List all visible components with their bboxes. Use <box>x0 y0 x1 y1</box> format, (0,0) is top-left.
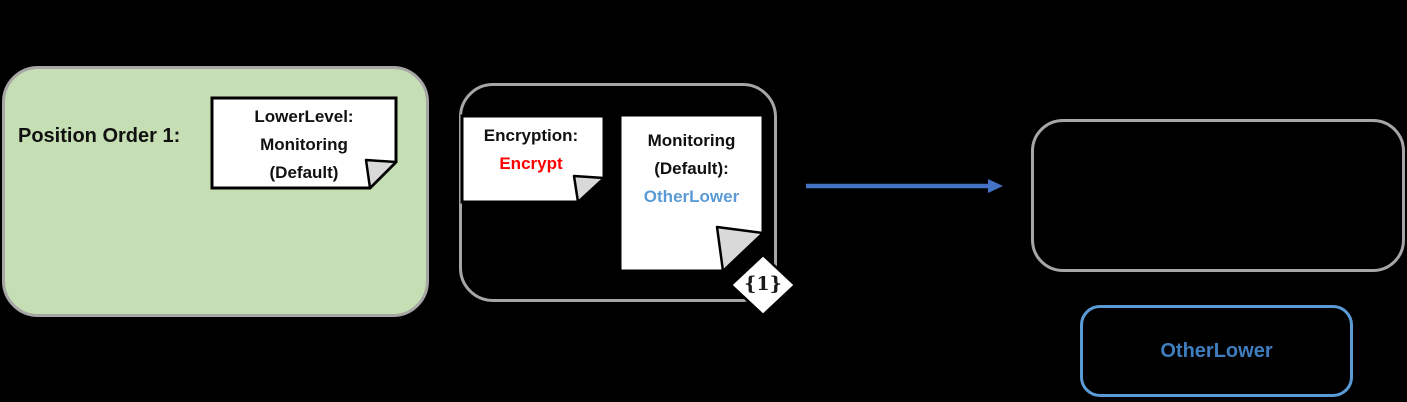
note-line: LowerLevel: <box>254 107 354 126</box>
note-line: (Default): <box>654 159 729 178</box>
note-line: Encryption: <box>483 126 579 145</box>
note-line: Monitoring <box>260 135 348 154</box>
note-line: (Default) <box>269 163 339 182</box>
otherlower-label: OtherLower <box>1160 339 1273 362</box>
position-order-label: Position Order 1: <box>18 125 181 147</box>
otherlower-box: OtherLower <box>1080 305 1353 397</box>
note-monitoring-text: Monitoring (Default): OtherLower <box>618 127 765 211</box>
cardinality-badge: {1} <box>729 253 797 317</box>
note-line-otherlower: OtherLower <box>643 187 740 206</box>
note-encryption: Encryption: Encrypt <box>460 114 606 204</box>
note-lowerlevel-monitoring: LowerLevel: Monitoring (Default) <box>210 96 398 190</box>
note-line-encrypt: Encrypt <box>499 154 563 173</box>
flow-arrow-icon <box>804 178 1004 194</box>
note-shape-icon <box>618 113 765 273</box>
cardinality-label: {1} <box>744 273 782 295</box>
note-encryption-text: Encryption: Encrypt <box>460 122 606 178</box>
note-shape-icon <box>210 96 398 190</box>
result-group <box>1031 119 1405 272</box>
note-lowerlevel-text: LowerLevel: Monitoring (Default) <box>210 103 398 187</box>
note-line: Monitoring <box>647 131 736 150</box>
note-monitoring-otherlower: Monitoring (Default): OtherLower <box>618 113 765 273</box>
diamond-icon <box>729 253 797 317</box>
note-shape-icon <box>460 114 606 204</box>
